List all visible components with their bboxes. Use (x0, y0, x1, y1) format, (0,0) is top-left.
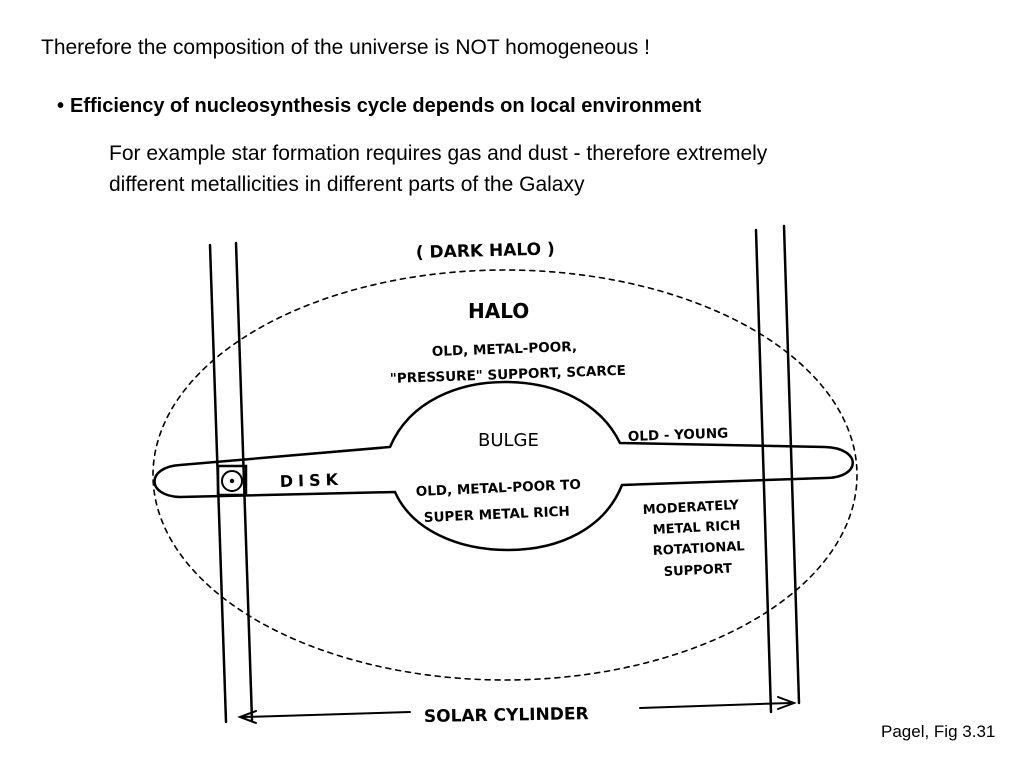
figure-citation: Pagel, Fig 3.31 (881, 722, 996, 741)
bullet-marker: • (57, 95, 65, 117)
sub-paragraph: For example star formation requires gas … (109, 138, 767, 200)
solar-cylinder-line-right-outer (782, 224, 801, 705)
disk-age-label: OLD - YOUNG (628, 426, 729, 445)
bullet-text: Efficiency of nucleosynthesis cycle depe… (70, 95, 702, 117)
halo-description-line-2: "PRESSURE" SUPPORT, SCARCE (390, 363, 627, 387)
solar-cylinder-line-right-inner (754, 228, 773, 714)
sun-marker-ring (221, 470, 243, 492)
disk-description-line-2: METAL RICH (652, 518, 740, 538)
bulge-label: BULGE (478, 430, 539, 451)
sun-marker-dot (229, 478, 235, 484)
sun-marker-box (216, 464, 248, 497)
disk-description-line-1: MODERATELY (642, 498, 739, 518)
disk-description-line-4: SUPPORT (663, 561, 732, 580)
sub-line-2: different metallicities in different par… (109, 173, 585, 196)
solar-cylinder-line-left-inner (234, 241, 254, 722)
dark-halo-ellipse (152, 269, 858, 681)
dark-halo-label: ( DARK HALO ) (416, 239, 555, 263)
halo-description-line-1: OLD, METAL-POOR, (432, 339, 578, 360)
solar-cylinder-arrow-left (243, 711, 411, 718)
arrowhead-left (237, 710, 257, 724)
disk-label: DISK (279, 470, 343, 491)
halo-label: HALO (468, 299, 529, 323)
bulge-description-line-1: OLD, METAL-POOR TO (415, 477, 581, 500)
disk-description-line-3: ROTATIONAL (652, 539, 745, 559)
sub-line-1: For example star formation requires gas … (109, 142, 768, 165)
arrowhead-right (777, 696, 797, 710)
solar-cylinder-label: SOLAR CYLINDER (424, 704, 589, 727)
bullet-point: •Efficiency of nucleosynthesis cycle dep… (57, 95, 701, 118)
solar-cylinder-arrow-right (639, 702, 791, 709)
slide-headline: Therefore the composition of the univers… (41, 36, 650, 59)
bulge-description-line-2: SUPER METAL RICH (423, 504, 570, 526)
disk-bulge-outline (153, 380, 854, 552)
